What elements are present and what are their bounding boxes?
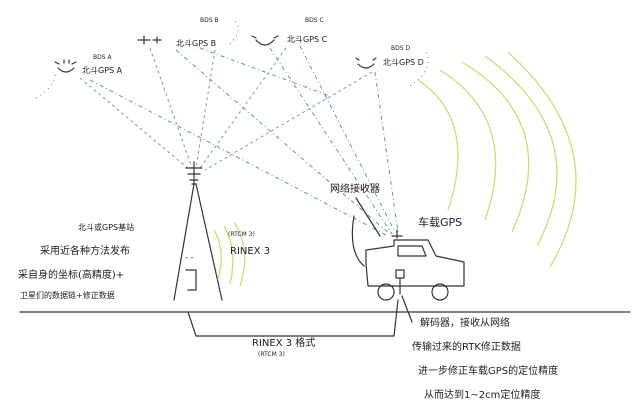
base-station-mark: - - (185, 253, 193, 262)
ground-link-sub: (RTCM 3) (258, 351, 285, 358)
satellite-b: BDS B 北斗GPS B (137, 17, 219, 48)
satellite-d: BDS D 北斗GPS D (355, 45, 424, 69)
base-station: - - (173, 161, 246, 301)
vehicle-cable (351, 215, 365, 267)
decoder-pointer (401, 295, 413, 323)
satellite-c-bds-label: BDS C (305, 17, 324, 24)
satellite-d-waves (417, 51, 577, 268)
satellite-a-bds-label: BDS A (93, 54, 112, 61)
vehicle (351, 215, 465, 301)
network-receiver-label: 网络接收器 (330, 182, 380, 195)
rinex-top-label: RINEX 3 (230, 246, 270, 257)
satellite-b-icon (137, 35, 162, 45)
satellite-d-bds-label: BDS D (391, 45, 410, 52)
base-station-title: 北斗或GPS基站 (78, 222, 134, 232)
decoder-note-line1: 解码器，接收从网络 (420, 316, 510, 329)
vehicle-window (397, 245, 427, 257)
rtcm-top-label: (RTCM 3) (228, 231, 255, 238)
base-station-tower (173, 183, 223, 301)
satellite-c-gps-label: 北斗GPS C (287, 35, 328, 44)
satellite-signals (79, 45, 399, 237)
network-receiver-pointer (355, 197, 381, 237)
vehicle-wheel-front (377, 283, 395, 301)
decoder-note-line2: 传输过来的RTK修正数据 (412, 340, 521, 353)
vehicle-label: 车载GPS (418, 215, 462, 229)
satellite-d-gps-label: 北斗GPS D (383, 58, 424, 67)
satellite-c-icon (251, 35, 279, 46)
satellite-motion-marks (35, 19, 429, 99)
satellite-a: BDS A 北斗GPS A (54, 54, 123, 75)
satellite-d-icon (355, 57, 377, 69)
vehicle-wheel-rear (431, 283, 449, 301)
base-station-line3: 卫星们的数据链+修正数据 (20, 290, 115, 300)
base-station-antenna (185, 161, 203, 185)
satellite-b-bds-label: BDS B (200, 17, 219, 24)
ground-link (187, 299, 399, 337)
base-station-line1: 采用近各种方法发布 (40, 244, 130, 257)
ground-link-label: RINEX 3 格式 (252, 336, 315, 349)
base-station-line2: 采自身的坐标(高精度)+ (18, 268, 124, 281)
vehicle-body (365, 239, 465, 287)
satellite-c: BDS C 北斗GPS C (251, 17, 328, 46)
base-station-panel (185, 269, 197, 291)
vehicle-decoder-box (395, 269, 405, 295)
satellite-b-gps-label: 北斗GPS B (176, 39, 216, 48)
satellite-a-gps-label: 北斗GPS A (82, 66, 123, 75)
vehicle-gps-antenna (391, 229, 403, 239)
satellite-a-icon (54, 59, 77, 73)
decoder-note-line3: 进一步修正车载GPS的定位精度 (418, 364, 558, 377)
decoder-note-line4: 从而达到1~2cm定位精度 (424, 388, 540, 401)
